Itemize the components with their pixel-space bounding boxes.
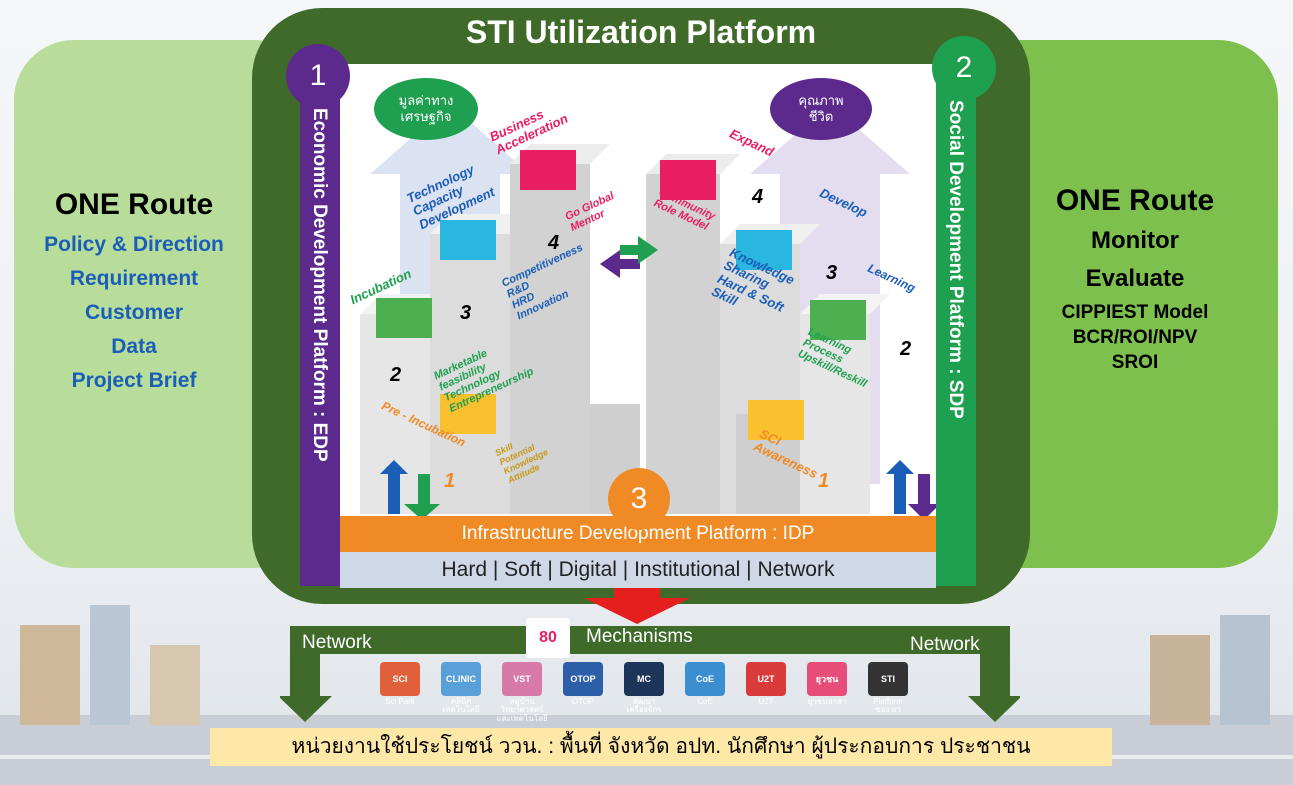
beneficiaries-bar: หน่วยงานใช้ประโยชน์ ววน. : พื้นที่ จังหว… (210, 728, 1112, 766)
network-label-left: Network (302, 632, 372, 653)
mechanism-logo-icon: CLINIC (441, 662, 481, 696)
mechanism-label: Platform ของ อว (873, 697, 903, 715)
left-item: Project Brief (71, 369, 197, 392)
mechanism-label: U2T (758, 697, 774, 706)
up-arrow-blue-right (886, 460, 914, 514)
left-panel-items: Policy & Direction Requirement Customer … (20, 228, 248, 398)
arrow-right-green (620, 236, 658, 264)
mechanism-label: คลินิก เทคโนโลยี (442, 697, 480, 715)
badge-2: 2 (932, 36, 996, 100)
down-arrow-red (584, 588, 690, 624)
left-step-4: 4 (548, 232, 560, 254)
edp-bar (300, 64, 340, 586)
right-item: SROI (1111, 352, 1159, 373)
mechanism-logo-icon: OTOP (563, 662, 603, 696)
right-step-4: 4 (752, 186, 764, 208)
edp-label: Economic Development Platform : EDP (309, 108, 330, 462)
left-panel-heading: ONE Route (54, 188, 214, 221)
up-arrow-blue-left (380, 460, 408, 514)
mechanism-label: OTOP (571, 697, 595, 706)
badge-3: 3 (608, 468, 670, 530)
right-item: CIPPIEST Model (1061, 302, 1209, 323)
cube-develop (736, 230, 792, 270)
mechanism-logo-icon: CoE (685, 662, 725, 696)
right-item: Monitor (1091, 227, 1179, 254)
right-item: Evaluate (1085, 265, 1185, 292)
right-panel-small-items: CIPPIEST Model BCR/ROI/NPV SROI (1020, 300, 1250, 375)
quality-of-life-text: คุณภาพ ชีวิต (798, 93, 844, 124)
left-item: Customer (84, 301, 184, 324)
left-step-3: 3 (460, 302, 472, 324)
badge-1: 1 (286, 44, 350, 108)
sdp-bar (936, 64, 976, 586)
cube-expand (660, 160, 716, 200)
network-label-right: Network (910, 634, 980, 655)
sdp-label: Social Development Platform : SDP (945, 100, 966, 419)
down-arrow-green-left (404, 474, 440, 516)
left-panel-content: ONE Route Policy & Direction Requirement… (20, 188, 248, 398)
mechanism-label: หมู่บ้าน วิทยาศาสตร์ และเทคโนโลยี (496, 697, 548, 723)
mechanism-label: Sci Park (385, 697, 415, 706)
mechanisms-logo-icon: 80 (526, 618, 570, 658)
mechanism-logo-icon: SCI (380, 662, 420, 696)
cube-learning (810, 300, 866, 340)
mechanism-logo-icon: ยุวชน (807, 662, 847, 696)
arrow-left-purple (600, 250, 640, 278)
cube-pre-incubation (440, 394, 496, 434)
mechanism-logo-icon: STI (868, 662, 908, 696)
left-item: Data (111, 335, 157, 358)
right-panel-content: ONE Route Monitor Evaluate CIPPIEST Mode… (1020, 184, 1250, 375)
mechanism-label: CoE (697, 697, 713, 706)
economic-value-oval: มูลค่าทาง เศรษฐกิจ (374, 78, 478, 140)
right-step-2: 2 (900, 338, 912, 360)
cube-incubation (376, 298, 432, 338)
right-panel-big-items: Monitor Evaluate (1020, 222, 1250, 298)
mechanism-logo-icon: U2T (746, 662, 786, 696)
infrastructure-categories: Hard | Soft | Digital | Institutional | … (340, 552, 936, 588)
right-step-1: 1 (818, 470, 830, 492)
right-step-3: 3 (826, 262, 838, 284)
idp-bar: Infrastructure Development Platform : ID… (340, 516, 936, 552)
right-panel-heading: ONE Route (1055, 184, 1215, 217)
mechanisms-title: Mechanisms (586, 626, 693, 647)
mechanism-label: พัฒนา เครื่องจักร (626, 697, 662, 715)
mechanism-logo-icon: VST (502, 662, 542, 696)
mechanism-item: ยุวชนยุวชนอาสา (799, 662, 855, 706)
cube-sci (748, 400, 804, 440)
quality-of-life-oval: คุณภาพ ชีวิต (770, 78, 872, 140)
cube-business (520, 150, 576, 190)
left-item: Policy & Direction (44, 233, 224, 256)
flow-arrows (280, 588, 1020, 722)
left-step-2: 2 (390, 364, 402, 386)
left-item: Requirement (69, 267, 199, 290)
mechanism-label: ยุวชนอาสา (807, 697, 847, 706)
mechanism-logo-icon: MC (624, 662, 664, 696)
staircase-illustration (360, 104, 936, 516)
network-arrow (280, 626, 1020, 722)
right-item: BCR/ROI/NPV (1072, 327, 1198, 348)
down-arrow-purple-right (908, 474, 936, 516)
page-title: STI Utilization Platform (465, 14, 817, 50)
cube-tech (440, 220, 496, 260)
economic-value-text: มูลค่าทาง เศรษฐกิจ (398, 93, 454, 124)
left-step-1: 1 (444, 470, 456, 492)
